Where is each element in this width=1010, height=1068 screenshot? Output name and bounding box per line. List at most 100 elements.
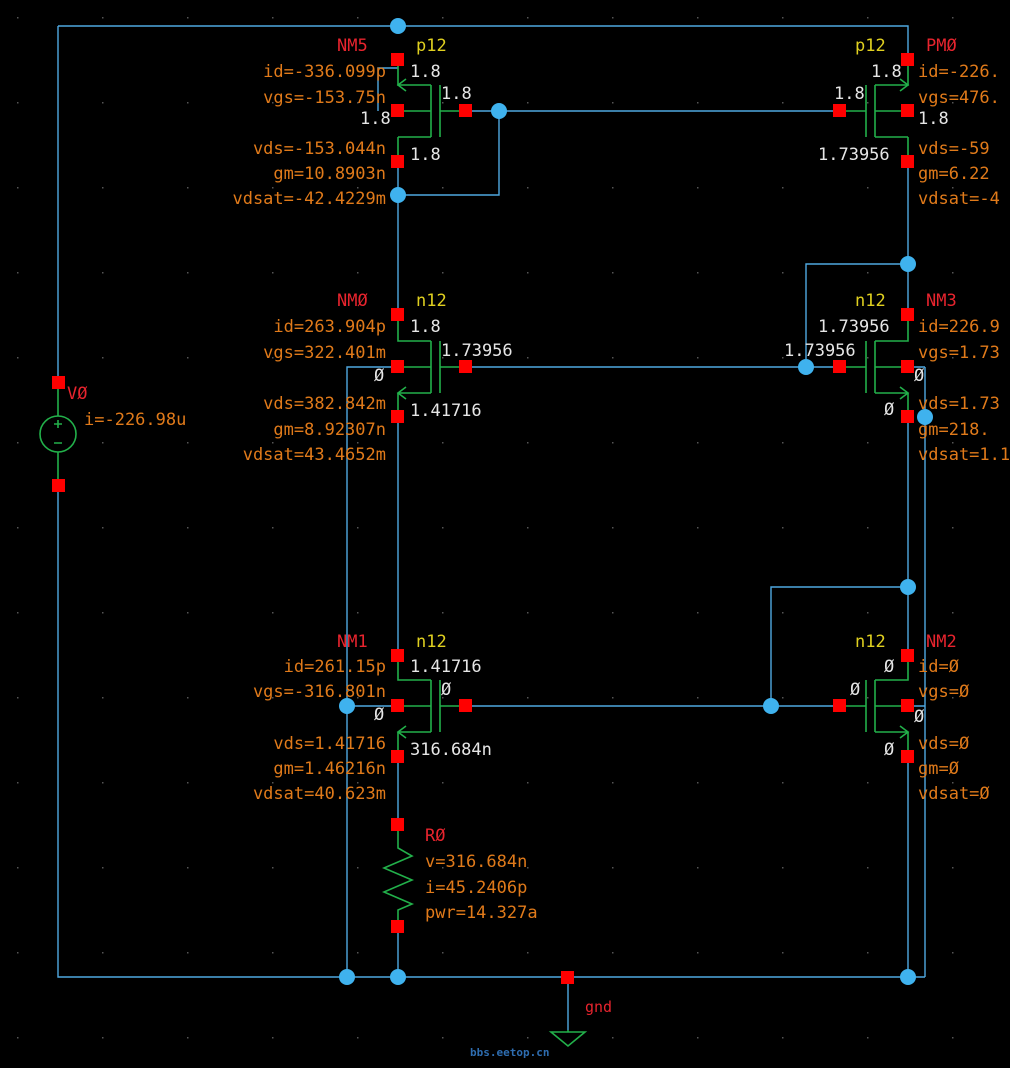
nm5-node-bulk: 1.8 [360, 109, 391, 129]
nm0-node-g: 1.73956 [441, 341, 513, 361]
grid-dot [357, 102, 359, 104]
grid-dot [272, 1037, 274, 1039]
grid-dot [697, 697, 699, 699]
grid-dot [17, 782, 19, 784]
grid-dot [357, 442, 359, 444]
nm5-model: p12 [416, 36, 447, 56]
wire-nm2-diode [770, 586, 908, 706]
grid-dot [442, 357, 444, 359]
grid-dot [697, 867, 699, 869]
nm0-param-vds: vds=382.842m [263, 394, 386, 414]
grid-dot [697, 527, 699, 529]
r0-param-v: v=316.684n [425, 852, 527, 872]
nm5-param-id: id=-336.099p [263, 62, 386, 82]
grid-dot [527, 17, 529, 19]
nm3-node-d: 1.73956 [818, 317, 890, 337]
grid-dot [527, 782, 529, 784]
grid-dot [612, 17, 614, 19]
grid-dot [867, 187, 869, 189]
grid-dot [272, 442, 274, 444]
nm5-param-gm: gm=10.8903n [273, 164, 386, 184]
nm1-node-s: 316.684n [410, 740, 492, 760]
grid-dot [272, 527, 274, 529]
grid-dot [952, 697, 954, 699]
nm0-node-bulk: Ø [374, 366, 384, 386]
wire-left-rail-bottom [57, 486, 925, 978]
grid-dot [697, 952, 699, 954]
grid-dot [442, 867, 444, 869]
grid-dot [782, 527, 784, 529]
nm5-node-d: 1.8 [410, 145, 441, 165]
grid-dot [187, 17, 189, 19]
grid-dot [357, 187, 359, 189]
grid-dot [272, 612, 274, 614]
grid-dot [782, 187, 784, 189]
grid-dot [187, 612, 189, 614]
grid-dot [782, 697, 784, 699]
pm0-param-vdsat: vdsat=-4 [918, 189, 1000, 209]
nm0-symbol[interactable] [396, 314, 466, 417]
grid-dot [697, 187, 699, 189]
nm3-name: NM3 [926, 291, 957, 311]
grid-dot [612, 187, 614, 189]
grid-dot [442, 1037, 444, 1039]
grid-dot [442, 272, 444, 274]
nm2-param-gm: gm=Ø [918, 759, 959, 779]
nm3-model: n12 [855, 291, 886, 311]
grid-dot [527, 102, 529, 104]
grid-dot [187, 697, 189, 699]
grid-dot [17, 17, 19, 19]
grid-dot [102, 612, 104, 614]
grid-dot [17, 867, 19, 869]
grid-dot [612, 697, 614, 699]
grid-dot [697, 357, 699, 359]
nm3-node-s: Ø [884, 400, 894, 420]
grid-dot [952, 527, 954, 529]
nm2-param-vds: vds=Ø [918, 734, 969, 754]
grid-dot [102, 952, 104, 954]
r0-symbol[interactable] [381, 825, 415, 927]
nm2-node-d: Ø [884, 657, 894, 677]
nm3-param-vds: vds=1.73 [918, 394, 1000, 414]
pins [52, 53, 914, 984]
grid-dot [102, 697, 104, 699]
grid-dot [867, 442, 869, 444]
grid-dot [187, 527, 189, 529]
grid-dot [612, 782, 614, 784]
grid-dot [17, 442, 19, 444]
nm0-param-vdsat: vdsat=43.4652m [243, 445, 386, 465]
grid-dot [782, 952, 784, 954]
grid-dot [187, 272, 189, 274]
grid-dot [442, 102, 444, 104]
nm1-node-g: Ø [441, 680, 451, 700]
grid-dot [17, 612, 19, 614]
grid-dot [357, 952, 359, 954]
nm1-param-vdsat: vdsat=40.623m [253, 784, 386, 804]
pm0-param-gm: gm=6.22 [918, 164, 990, 184]
grid-dot [187, 952, 189, 954]
ground-symbol[interactable] [548, 1030, 588, 1048]
grid-dot [697, 1037, 699, 1039]
grid-dot [187, 357, 189, 359]
pm0-node-bulk: 1.8 [918, 109, 949, 129]
grid-dot [952, 867, 954, 869]
nm1-name: NM1 [337, 632, 368, 652]
grid-dot [17, 187, 19, 189]
grid-dot [357, 612, 359, 614]
grid-dot [102, 17, 104, 19]
nm5-node-s: 1.8 [410, 62, 441, 82]
grid-dot [17, 952, 19, 954]
grid-dot [17, 527, 19, 529]
grid-dot [357, 867, 359, 869]
grid-dot [612, 272, 614, 274]
grid-dot [782, 782, 784, 784]
pm0-node-g: 1.8 [834, 84, 865, 104]
grid-dot [527, 527, 529, 529]
grid-dot [357, 357, 359, 359]
nm2-symbol[interactable] [840, 655, 910, 757]
r0-param-i: i=45.2406p [425, 878, 527, 898]
nm2-node-g: Ø [850, 680, 860, 700]
grid-dot [442, 527, 444, 529]
